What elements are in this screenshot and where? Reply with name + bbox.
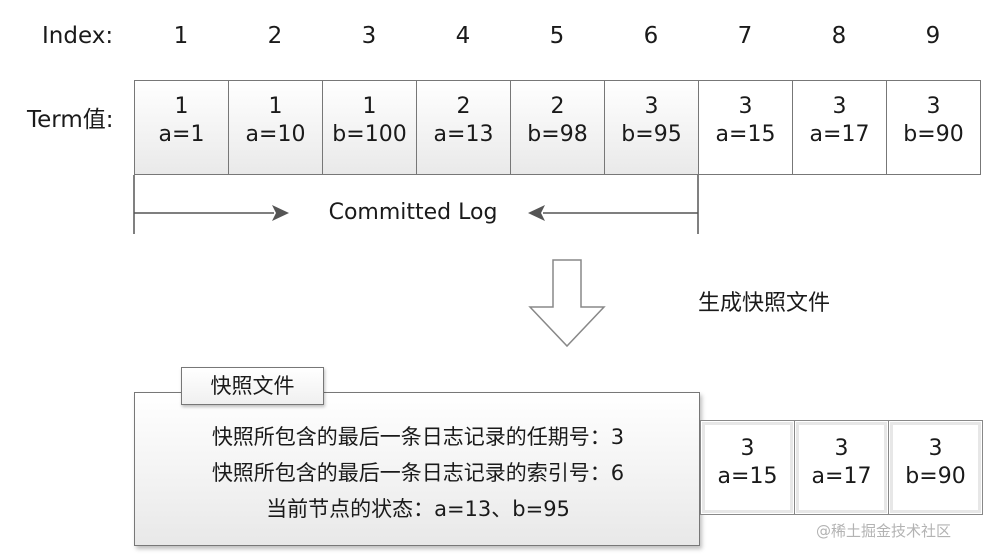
left-arrow-head — [528, 205, 545, 221]
index-number: 9 — [925, 23, 941, 49]
log-entry-uncommitted: 3 a=15 — [698, 80, 793, 175]
index-number: 2 — [267, 23, 283, 49]
generate-snapshot-label: 生成快照文件 — [698, 291, 831, 316]
snapshot-file-box — [134, 392, 700, 546]
log-entry-committed: 2 a=13 — [416, 80, 511, 175]
entry-command: a=17 — [809, 122, 870, 147]
snapshot-last-term-line: 快照所包含的最后一条日志记录的任期号：3 — [211, 425, 625, 449]
committed-log-label: Committed Log — [328, 200, 498, 225]
index-number: 3 — [361, 23, 377, 49]
term-row-label: Term值: — [27, 107, 114, 133]
index-number: 1 — [173, 23, 189, 49]
log-entry-committed: 3 b=95 — [604, 80, 699, 175]
entry-term: 3 — [834, 436, 849, 461]
entry-command: a=1 — [158, 122, 205, 147]
entry-command: a=15 — [715, 122, 776, 147]
log-entry-uncommitted: 3 a=17 — [792, 80, 887, 175]
down-arrow-icon — [528, 259, 606, 348]
snapshot-last-index-line: 快照所包含的最后一条日志记录的索引号：6 — [211, 461, 625, 485]
entry-term: 2 — [550, 94, 565, 119]
snapshot-file-tag: 快照文件 — [181, 367, 324, 405]
entry-term: 3 — [738, 94, 753, 119]
index-row-label: Index: — [42, 23, 114, 49]
index-number: 6 — [643, 23, 659, 49]
entry-term: 3 — [926, 94, 941, 119]
entry-command: b=100 — [332, 122, 407, 147]
entry-term: 3 — [740, 436, 755, 461]
log-entry-committed: 2 b=98 — [510, 80, 605, 175]
entry-term: 1 — [362, 94, 377, 119]
entry-term: 3 — [832, 94, 847, 119]
index-number: 8 — [831, 23, 847, 49]
index-number: 4 — [455, 23, 471, 49]
entry-command: b=90 — [903, 122, 964, 147]
entry-command: b=98 — [527, 122, 588, 147]
log-entry-committed: 1 a=1 — [134, 80, 229, 175]
entry-term: 3 — [928, 436, 943, 461]
watermark: @稀土掘金技术社区 — [816, 522, 952, 540]
log-entry-committed: 1 b=100 — [322, 80, 417, 175]
entry-term: 3 — [644, 94, 659, 119]
snapshot-state-line: 当前节点的状态：a=13、b=95 — [266, 497, 570, 521]
index-number: 7 — [737, 23, 753, 49]
remaining-log-entry: 3 a=15 — [700, 420, 795, 515]
entry-command: b=90 — [905, 464, 966, 489]
remaining-log-entry: 3 b=90 — [888, 420, 983, 515]
log-entry-committed: 1 a=10 — [228, 80, 323, 175]
log-entry-uncommitted: 3 b=90 — [886, 80, 981, 175]
entry-term: 2 — [456, 94, 471, 119]
right-arrow-head — [272, 205, 289, 221]
entry-command: a=17 — [811, 464, 872, 489]
entry-term: 1 — [174, 94, 189, 119]
index-number: 5 — [549, 23, 565, 49]
entry-command: a=10 — [245, 122, 306, 147]
entry-command: b=95 — [621, 122, 682, 147]
entry-term: 1 — [268, 94, 283, 119]
entry-command: a=13 — [433, 122, 494, 147]
remaining-log-entry: 3 a=17 — [794, 420, 889, 515]
entry-command: a=15 — [717, 464, 778, 489]
